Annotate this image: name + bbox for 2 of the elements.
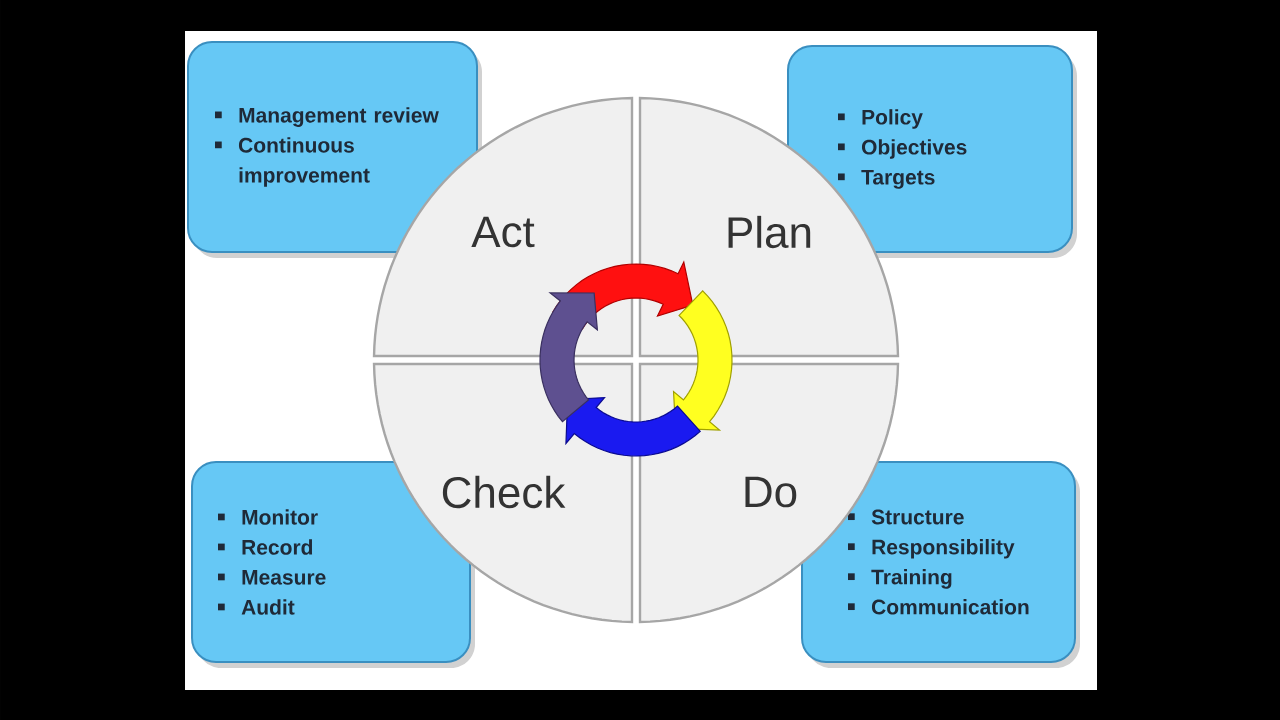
quadrant: Check bbox=[372, 362, 634, 624]
info-box: Structure Responsibility Training Communication bbox=[801, 461, 1080, 668]
